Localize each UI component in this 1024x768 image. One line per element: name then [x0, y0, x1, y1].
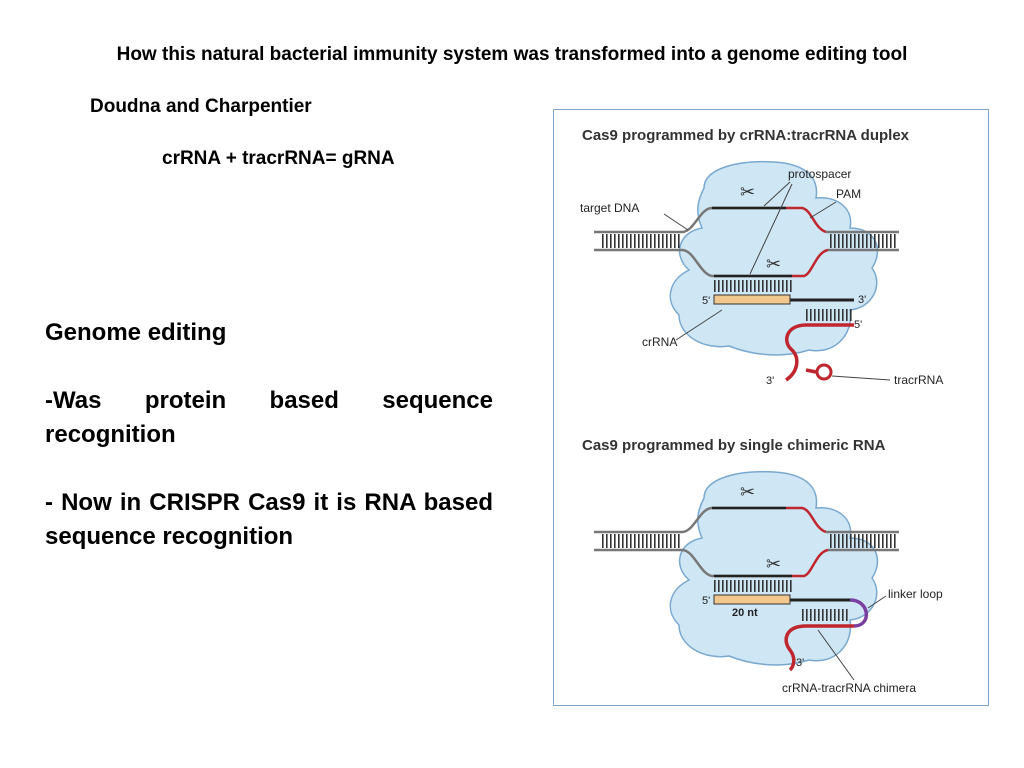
chimera-tracr-strand [784, 624, 854, 672]
tracrrna-loop [815, 363, 833, 381]
tracr-pair-ticks [806, 309, 852, 321]
scissors-icon: ✂ [740, 482, 755, 502]
leader-target-dna [663, 213, 689, 231]
label-3prime-c: 3' [796, 657, 804, 669]
leader-linker-loop [867, 595, 887, 609]
scissors-icon: ✂ [766, 254, 781, 274]
target-dna-bottom-strand [594, 248, 789, 278]
label-5prime-c: 5' [702, 595, 710, 607]
authors-line: Doudna and Charpentier [90, 96, 312, 117]
label-3prime-b: 3' [766, 375, 774, 387]
label-protospacer: protospacer [788, 167, 851, 181]
linker-loop [849, 598, 869, 628]
scissors-icon: ✂ [766, 554, 781, 574]
dna-ticks-left [600, 234, 680, 248]
target-dna-top-strand-b [594, 506, 786, 534]
label-target-dna: target DNA [580, 201, 639, 215]
cas9-diagram: Cas9 programmed by crRNA:tracrRNA duplex… [580, 127, 943, 695]
leader-pam [809, 201, 837, 219]
label-20nt: 20 nt [732, 607, 758, 619]
tracrrna-hairpin [805, 368, 817, 374]
target-dna-top-strand [594, 206, 786, 234]
label-5prime-b: 5' [854, 319, 862, 331]
point-protein-recognition: -Was protein based sequence recognition [45, 387, 493, 448]
top-panel-title: Cas9 programmed by crRNA:tracrRNA duplex [582, 127, 910, 144]
point-rna-recognition: - Now in CRISPR Cas9 it is RNA based seq… [45, 489, 493, 550]
dna-ticks-right-b [830, 534, 896, 548]
cas9-figure: Cas9 programmed by crRNA:tracrRNA duplex… [553, 109, 989, 706]
leader-crrna [675, 309, 723, 341]
scissors-icon: ✂ [740, 182, 755, 202]
pam-strand-top-b [786, 506, 827, 534]
cas9-protein-top [669, 160, 879, 356]
chimera-guide [713, 594, 791, 605]
label-crrna: crRNA [642, 335, 677, 349]
dna-ticks-left-b [600, 534, 680, 548]
bottom-panel-title: Cas9 programmed by single chimeric RNA [582, 437, 886, 454]
label-3prime-a: 3' [858, 294, 866, 306]
dna-ticks-right [830, 234, 896, 248]
pam-strand-top [786, 206, 827, 234]
body-heading: Genome editing [45, 319, 227, 346]
label-pam: PAM [836, 187, 861, 201]
body-text: Genome editing -Was protein based sequen… [45, 316, 493, 588]
label-tracrrna: tracrRNA [894, 373, 943, 387]
crrna-pair-ticks [714, 280, 792, 292]
leader-protospacer-2 [749, 183, 793, 275]
pam-strand-bottom [789, 248, 829, 278]
slide-title: How this natural bacterial immunity syst… [116, 44, 908, 65]
chimera-tracr-ticks [802, 609, 850, 621]
label-5prime-a: 5' [702, 295, 710, 307]
pam-strand-bottom-b [789, 548, 829, 578]
target-dna-bottom-strand-b [594, 548, 789, 578]
crrna-guide [713, 294, 791, 305]
leader-protospacer-1 [763, 181, 791, 207]
leader-tracrrna [831, 375, 891, 381]
leader-chimera [817, 629, 855, 681]
tracrrna-strand [784, 323, 854, 382]
label-chimera: crRNA-tracrRNA chimera [782, 681, 916, 695]
chimera-pair-ticks [714, 580, 792, 592]
grna-formula: crRNA + tracrRNA= gRNA [162, 148, 395, 169]
label-linker-loop: linker loop [888, 587, 943, 601]
